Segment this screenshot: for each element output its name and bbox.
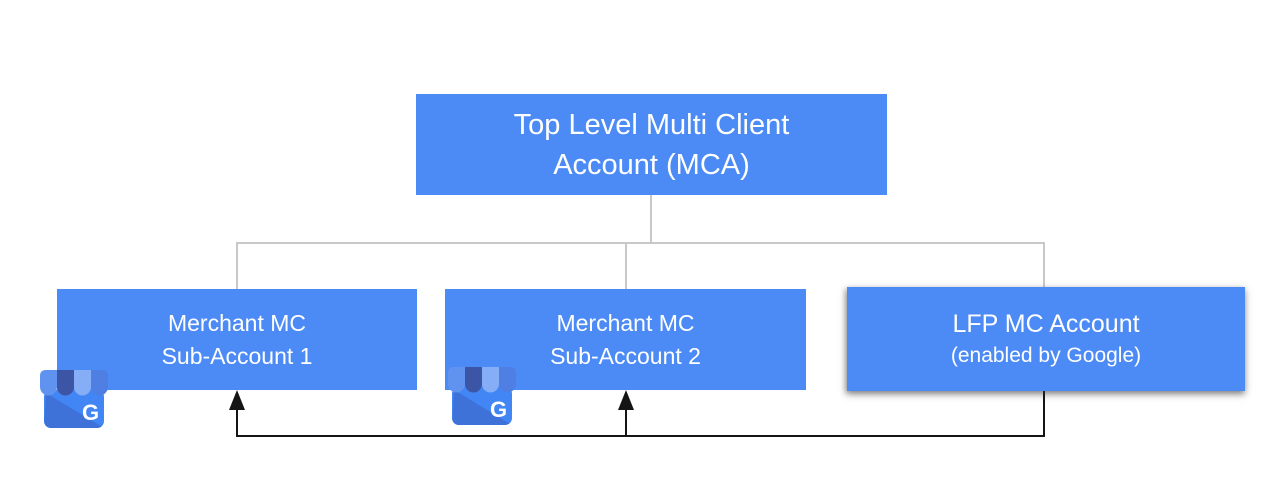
svg-text:G: G — [82, 400, 99, 425]
arrow-horizontal — [236, 435, 1045, 437]
node-label-line: LFP MC Account — [952, 310, 1140, 338]
svg-text:G: G — [490, 397, 507, 422]
node-label-line: Merchant MC — [556, 309, 695, 336]
node-label-line: Sub-Account 1 — [161, 342, 313, 369]
connector-drop-sub2 — [625, 242, 627, 289]
node-label-line: Sub-Account 2 — [550, 342, 701, 369]
connector-drop-lfp — [1043, 242, 1045, 288]
node-label-line: Account (MCA) — [553, 148, 750, 181]
arrow-lfp-drop — [1043, 391, 1045, 437]
connector-drop-sub1 — [236, 242, 238, 289]
arrowhead-up-sub1 — [229, 390, 245, 410]
node-lfp-mc-account: LFP MC Account (enabled by Google) — [847, 287, 1245, 391]
node-top-level-mca: Top Level Multi Client Account (MCA) — [416, 94, 887, 195]
connector-root-drop — [650, 195, 652, 243]
arrow-stem-sub1 — [236, 408, 238, 436]
node-label-line: Top Level Multi Client — [513, 108, 790, 141]
node-label-line: (enabled by Google) — [950, 344, 1142, 367]
google-business-storefront-icon: G — [448, 367, 516, 425]
arrow-stem-sub2 — [625, 408, 627, 436]
connector-horizontal — [236, 242, 1045, 244]
arrowhead-up-sub2 — [618, 390, 634, 410]
node-label-line: Merchant MC — [167, 309, 307, 336]
google-business-storefront-icon: G — [40, 370, 108, 428]
node-merchant-sub-account-1: Merchant MC Sub-Account 1 — [57, 289, 417, 390]
